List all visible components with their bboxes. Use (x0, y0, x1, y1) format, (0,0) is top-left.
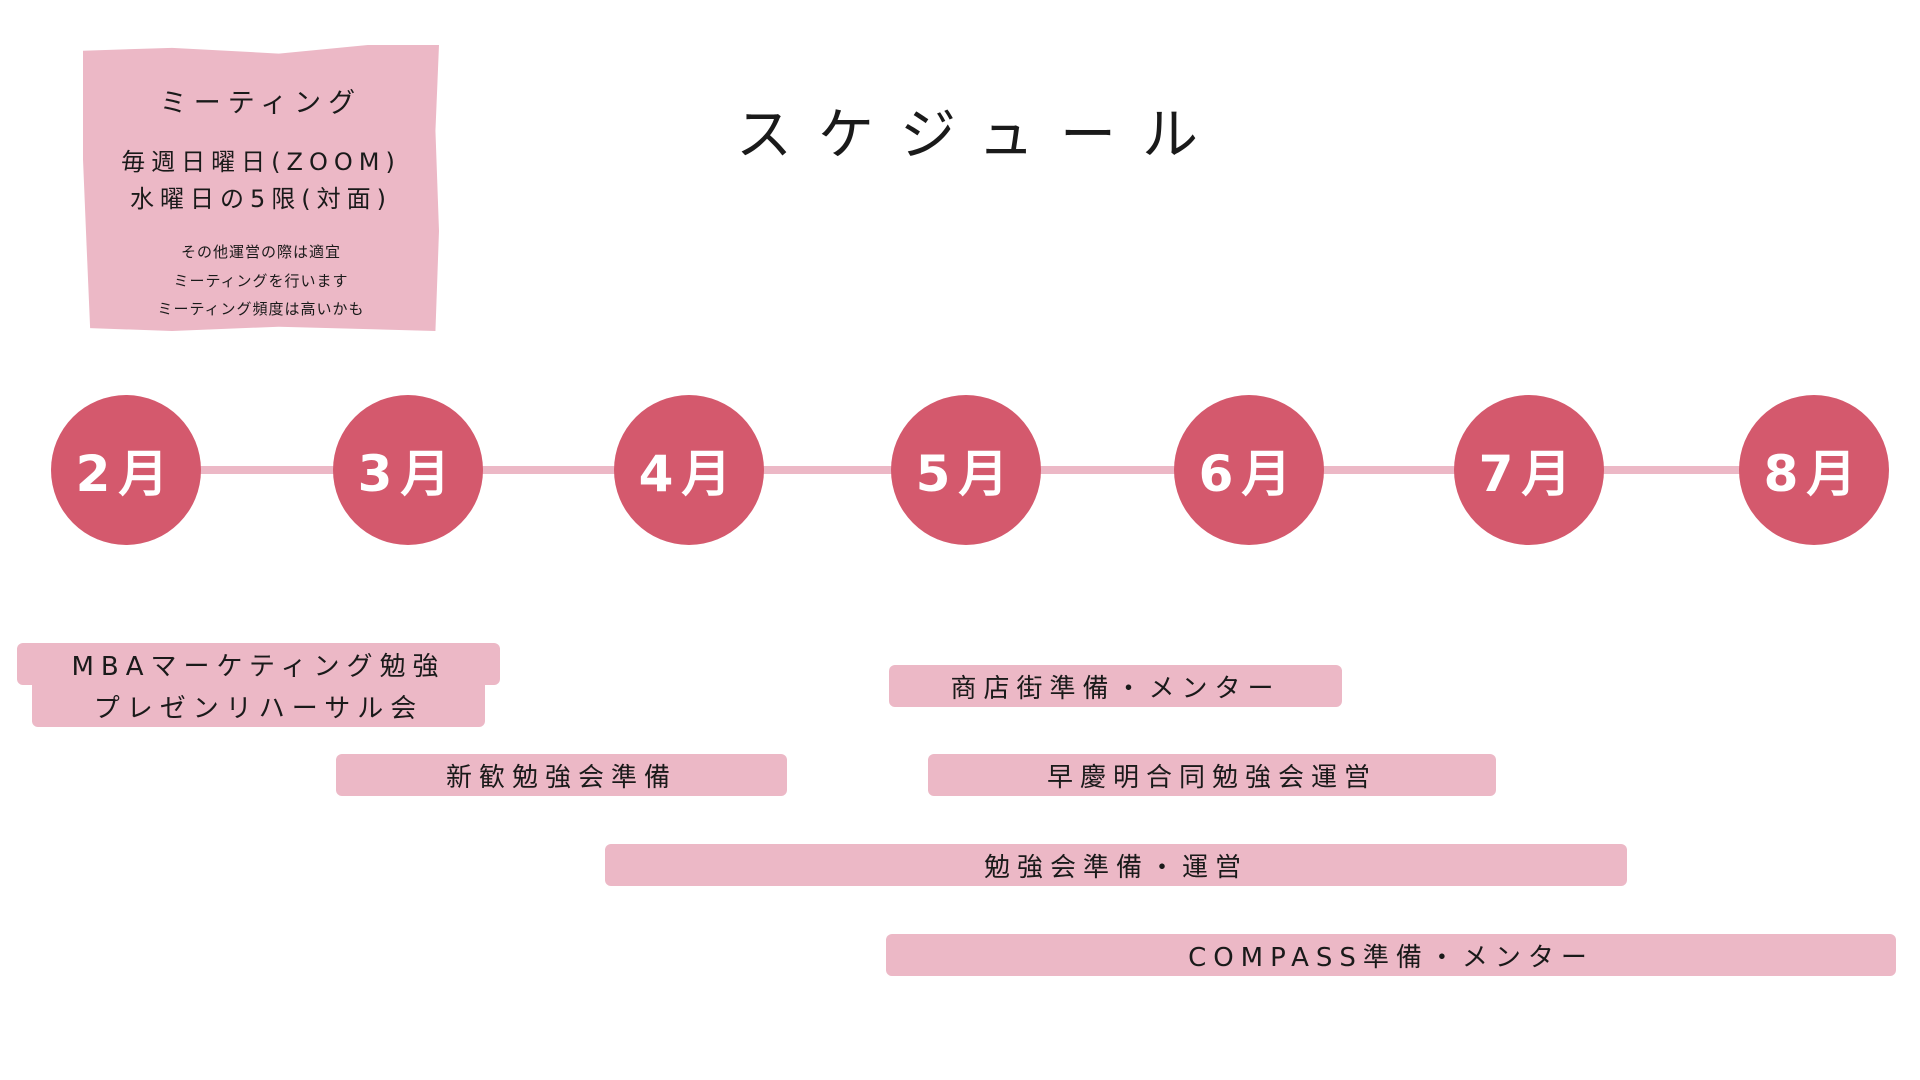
month-circle-may: 5月 (891, 395, 1041, 545)
meeting-note-small-3: ミーティング頻度は高いかも (157, 300, 365, 318)
meeting-note-line-sunday: 毎週日曜日(ZOOM) (121, 148, 401, 176)
task-bar-shoten: 商店街準備・メンター (889, 665, 1342, 707)
task-mba-label-1: MBAマーケティング勉強 (71, 652, 446, 682)
meeting-note-line-wednesday: 水曜日の5限(対面) (130, 185, 392, 213)
meeting-note-title: ミーティング (159, 88, 363, 119)
month-circle-february: 2月 (51, 395, 201, 545)
meeting-note: ミーティング 毎週日曜日(ZOOM) 水曜日の5限(対面) その他運営の際は適宜… (83, 45, 439, 331)
month-circle-june: 6月 (1174, 395, 1324, 545)
month-circle-april: 4月 (614, 395, 764, 545)
month-circle-march: 3月 (333, 395, 483, 545)
task-bar-mba-top (17, 643, 500, 685)
meeting-note-small-2: ミーティングを行います (173, 272, 349, 290)
month-circle-july: 7月 (1454, 395, 1604, 545)
meeting-note-small-1: その他運営の際は適宜 (180, 243, 341, 261)
task-bar-joint-study: 早慶明合同勉強会運営 (928, 754, 1496, 796)
task-bar-mba-bottom (32, 685, 485, 727)
month-circle-august: 8月 (1739, 395, 1889, 545)
task-bar-study-operation: 勉強会準備・運営 (605, 844, 1627, 886)
task-bar-welcome-study: 新歓勉強会準備 (336, 754, 787, 796)
task-bar-compass: COMPASS準備・メンター (886, 934, 1896, 976)
page-title: スケジュール (735, 103, 1225, 168)
task-mba-label-2: プレゼンリハーサル会 (93, 694, 424, 724)
